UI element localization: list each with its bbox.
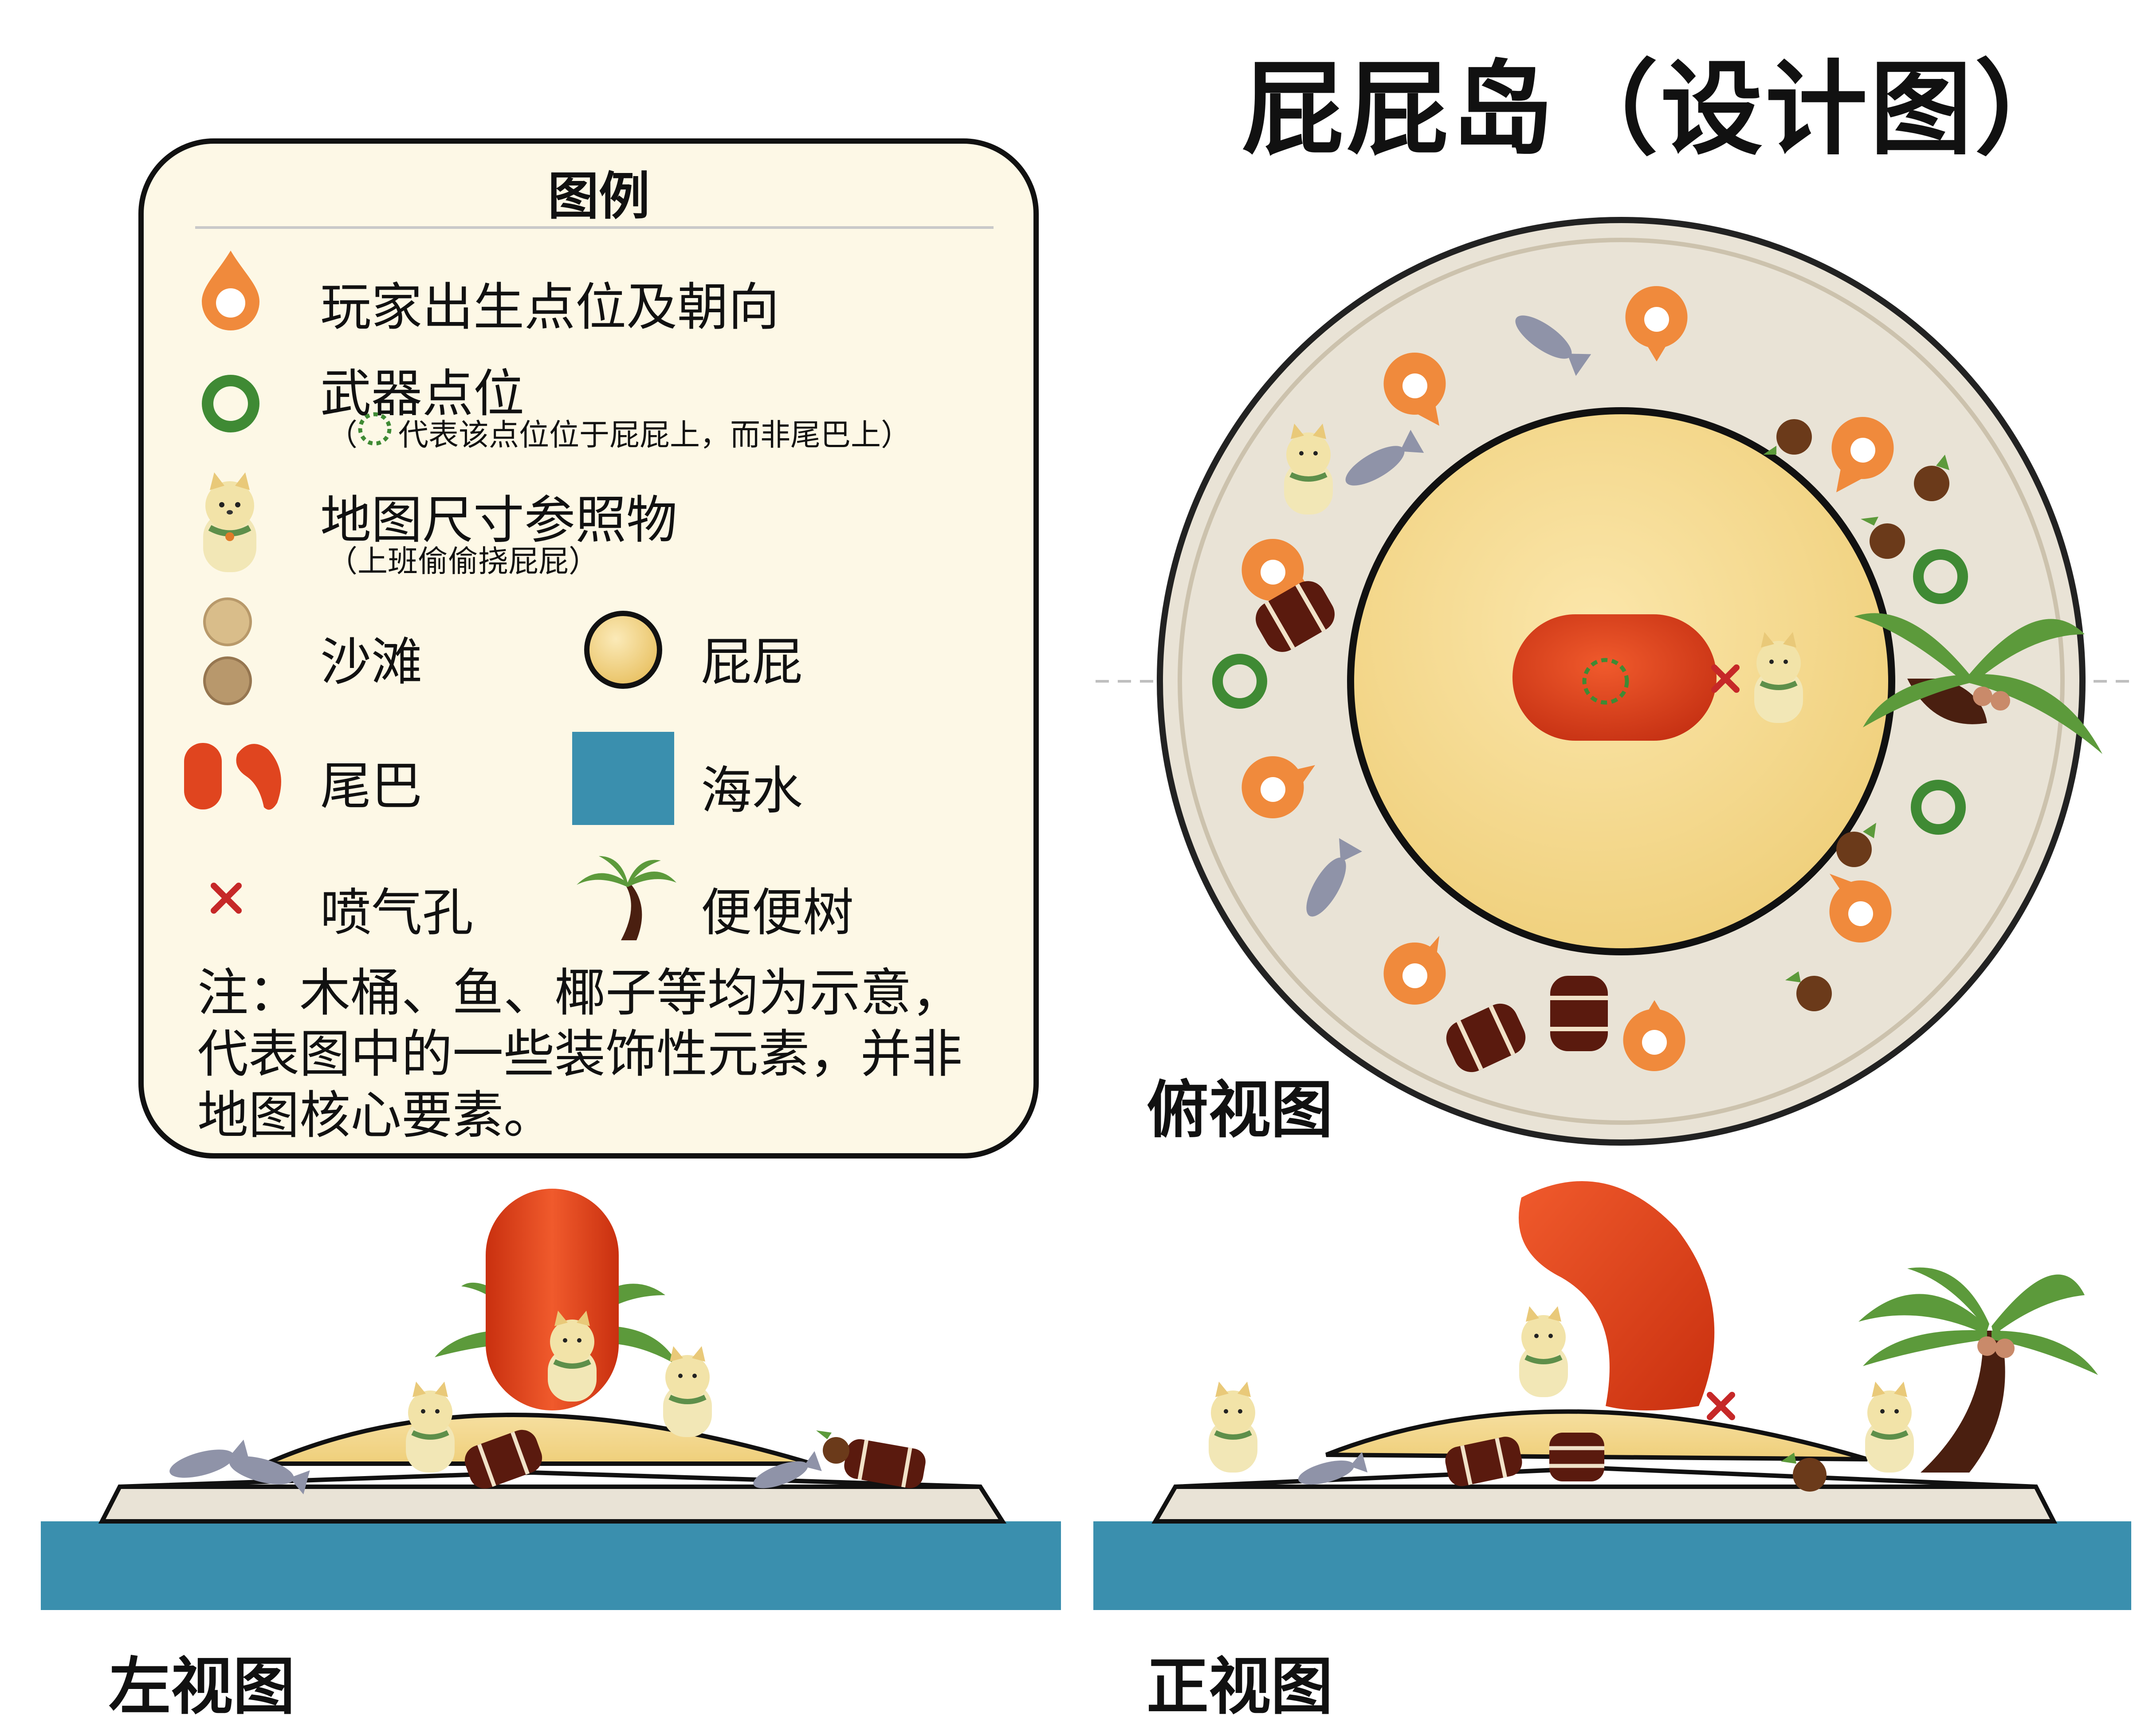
top-weapon-on-butt (1582, 658, 1629, 705)
top-barrels (1256, 581, 1608, 1072)
legend-poop-tree-label: 便便树 (701, 883, 854, 943)
left-butt (265, 1413, 813, 1466)
front-view-diagram (1093, 1181, 2131, 1610)
legend-butt-label: 屁屁 (701, 632, 803, 692)
front-shiba-3 (1865, 1382, 1914, 1473)
front-barrel-1 (1445, 1437, 1522, 1486)
top-weapon-rings (1212, 549, 1968, 835)
left-shiba-2 (663, 1346, 712, 1437)
top-tail (1512, 614, 1717, 741)
top-coconuts (1763, 419, 1949, 1011)
legend-palm-icon (577, 856, 676, 940)
front-view-label: 正视图 (1147, 1650, 1333, 1723)
front-shiba-2 (1519, 1306, 1568, 1397)
legend-beach-label: 沙滩 (320, 632, 423, 692)
legend-shiba-icon (203, 472, 256, 572)
legend-spawn-icon (202, 251, 259, 331)
legend-tail-icon (184, 743, 281, 810)
front-tail (1519, 1181, 1715, 1410)
page-title: 屁屁岛（设计图） (1242, 49, 2080, 169)
top-shiba-center (1754, 632, 1803, 723)
legend-sea-icon (572, 732, 674, 825)
top-view-diagram (1096, 217, 2129, 1146)
left-barrel-2 (844, 1439, 926, 1489)
left-shiba-3 (406, 1382, 455, 1473)
front-palm-tree (1858, 1267, 2098, 1473)
legend-weapon-note-open: （ (327, 418, 358, 453)
top-view-label: 俯视图 (1147, 1074, 1333, 1147)
top-palm-tree (1854, 613, 2102, 754)
top-spawn-pins (1241, 286, 1894, 1071)
legend-weapon-icon (202, 375, 259, 432)
legend-vent-label: 喷气孔 (320, 883, 474, 943)
legend-sea-label: 海水 (701, 761, 803, 821)
legend-butt-icon (584, 611, 662, 689)
left-barrel-1 (464, 1430, 542, 1489)
front-shiba-1 (1209, 1382, 1257, 1473)
legend-spawn-label: 玩家出生点位及朝向 (320, 278, 780, 337)
front-vent (1707, 1392, 1735, 1420)
legend-beach-icon (203, 597, 252, 705)
front-sea (1093, 1521, 2131, 1610)
legend-scale-ref-note: （上班偷偷挠屁屁） (327, 544, 599, 579)
left-view-diagram (41, 1189, 1061, 1610)
dashed-weapon-ring-icon (358, 412, 392, 446)
legend-divider (195, 226, 994, 229)
legend-vent-icon (211, 883, 242, 914)
front-barrel-2 (1549, 1433, 1604, 1481)
front-coconut (1781, 1453, 1827, 1492)
legend-tail-label: 尾巴 (320, 757, 423, 816)
left-coconut (816, 1430, 849, 1464)
front-fish (1298, 1452, 1368, 1485)
legend-weapon-note: 代表该点位位于屁屁上，而非尾巴上） (398, 418, 911, 453)
left-beach (98, 1485, 1007, 1524)
legend-note: 注：木桶、鱼、椰子等均为示意，代表图中的一些装饰性元素，并非地图核心要素。 (197, 963, 963, 1145)
legend-title: 图例 (548, 166, 650, 226)
left-shiba-1 (548, 1311, 597, 1402)
legend-weapon-label: 武器点位 (320, 364, 525, 424)
left-sea (41, 1521, 1061, 1610)
left-fish (169, 1439, 822, 1495)
front-beach (1151, 1485, 2058, 1524)
legend-scale-ref-label: 地图尺寸参照物 (320, 491, 678, 550)
top-shiba-west (1284, 424, 1333, 515)
top-fish (1306, 315, 1591, 917)
left-view-label: 左视图 (109, 1650, 295, 1723)
top-vent (1711, 664, 1740, 693)
